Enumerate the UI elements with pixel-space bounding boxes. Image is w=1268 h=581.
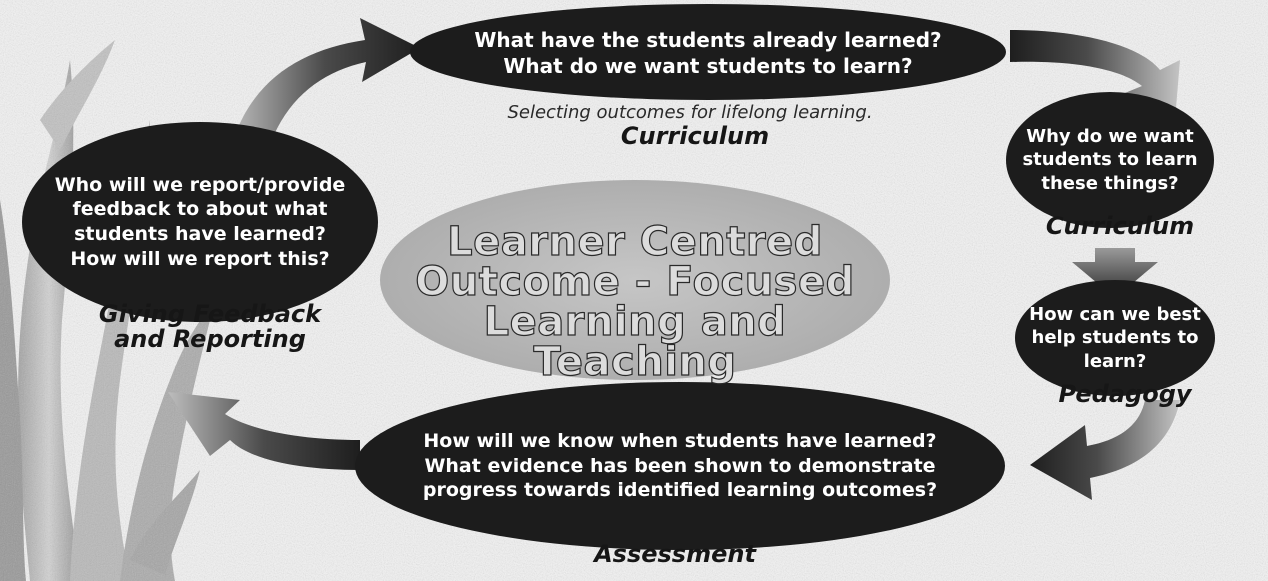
curriculum-subtitle: Selecting outcomes for lifelong learning… xyxy=(507,102,873,123)
center-title: Learner Centred Outcome - Focused Learni… xyxy=(415,219,855,385)
center-oval xyxy=(380,180,890,380)
node-assessment-text: How will we know when students have lear… xyxy=(422,429,938,502)
feedback-label: Giving Feedback and Reporting xyxy=(98,300,322,354)
node-feedback-text: Who will we report/provide feedback to a… xyxy=(54,173,346,270)
node-curriculum-top-shape xyxy=(410,4,1006,100)
node-assessment-shape xyxy=(355,382,1005,550)
assessment-label: Assessment xyxy=(594,540,756,568)
pedagogy-label: Pedagogy xyxy=(1058,380,1192,408)
node-pedagogy-text: How can we best help students to learn? xyxy=(1029,303,1201,372)
node-pedagogy-shape xyxy=(1015,280,1215,396)
arrow-feedback-to-curriculum xyxy=(230,18,420,150)
curriculum-right-label: Curriculum xyxy=(1045,212,1195,240)
node-curriculum-top-text: What have the students already learned? … xyxy=(474,28,942,78)
arrow-pedagogy-to-assessment xyxy=(1030,400,1180,500)
node-feedback-shape xyxy=(22,122,378,322)
arrow-assessment-to-feedback xyxy=(168,392,360,470)
curriculum-top-label: Curriculum xyxy=(620,122,770,150)
node-curriculum-right-text: Why do we want students to learn these t… xyxy=(1022,125,1198,194)
node-curriculum-right-shape xyxy=(1006,92,1214,228)
arrow-why-to-pedagogy xyxy=(1072,248,1158,298)
